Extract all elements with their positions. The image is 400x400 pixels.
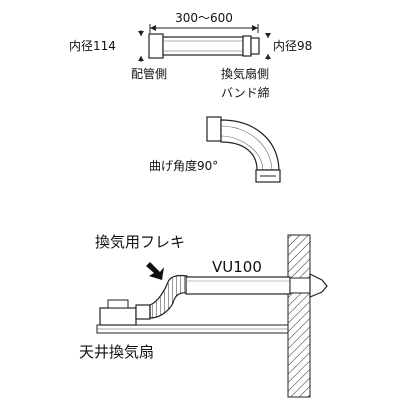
duct-right-band	[250, 37, 260, 55]
ceiling-fan-top	[107, 299, 129, 309]
band-clamp-label: バンド締	[221, 85, 270, 100]
installation-figure: 換気用フレキ VU100 天井換気扇	[79, 233, 328, 398]
pipe-through-wall	[289, 277, 311, 294]
inner-diameter-left-label: 内径114	[69, 39, 116, 53]
duct-right-collar	[242, 35, 252, 57]
wall	[287, 234, 311, 398]
bend-figure: 曲げ角度90°	[149, 116, 281, 183]
exterior-hood	[309, 273, 328, 298]
length-range-label: 300～600	[175, 11, 233, 25]
bend-elbow	[220, 119, 280, 171]
flex-duct-label: 換気用フレキ	[95, 233, 185, 251]
dimension-arrow-right	[252, 25, 258, 31]
straight-duct-figure: 300～600 内径114 内径98 配管側 換気扇側 バンド締	[69, 11, 312, 100]
ceiling-fan-label: 天井換気扇	[79, 343, 154, 361]
vu100-label: VU100	[212, 258, 262, 276]
fan-side-label: 換気扇側	[221, 66, 269, 81]
piping-side-label: 配管側	[131, 66, 167, 81]
duct-body	[162, 36, 244, 56]
duct-left-collar	[148, 33, 164, 59]
inner-diameter-right-label: 内径98	[273, 39, 312, 53]
vu100-pipe	[185, 276, 291, 295]
bend-top-collar	[206, 116, 222, 142]
bend-angle-label: 曲げ角度90°	[149, 158, 218, 173]
flex-pointer-arrow	[146, 262, 164, 280]
ceiling-fan-outlet	[135, 304, 151, 320]
flexible-duct	[149, 274, 188, 319]
ceiling-fan-body	[99, 307, 137, 326]
dimension-arrow-left	[150, 25, 156, 31]
